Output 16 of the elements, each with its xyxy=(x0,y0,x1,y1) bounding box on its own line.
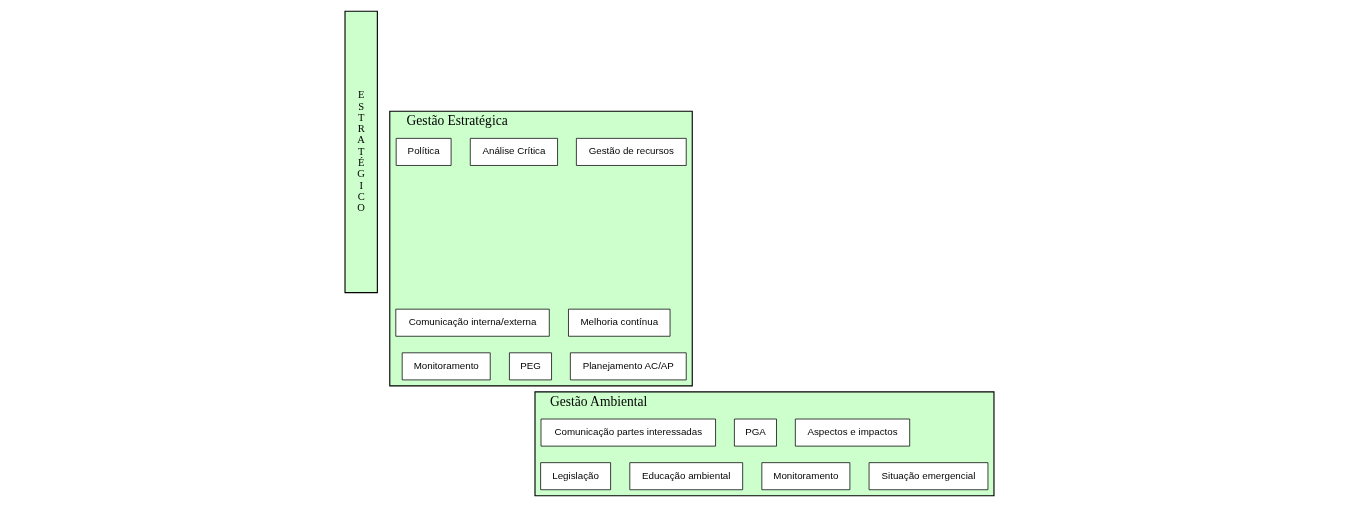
node-box: Educação ambiental xyxy=(629,462,744,491)
node-box: PGA xyxy=(734,418,777,447)
node-box: Comunicação interna/externa xyxy=(395,308,550,337)
node-box: PEG xyxy=(509,352,552,381)
node-box: Monitoramento xyxy=(761,462,851,491)
node-box: Aspectos e impactos xyxy=(794,418,911,447)
node-box: Política xyxy=(395,138,452,166)
node-box: Legislação xyxy=(540,462,611,491)
node-box: Melhoria contínua xyxy=(568,308,671,337)
node-box: Monitoramento xyxy=(401,352,491,381)
node-box: E S T R A T É G I C O xyxy=(344,10,378,294)
node-box: Planejamento AC/AP xyxy=(570,352,687,381)
node-box: Comunicação partes interessadas xyxy=(540,418,716,447)
node-box: Análise Crítica xyxy=(469,138,558,166)
node-box: Situação emergencial xyxy=(868,462,989,491)
node-box: Gestão de recursos xyxy=(576,138,687,166)
